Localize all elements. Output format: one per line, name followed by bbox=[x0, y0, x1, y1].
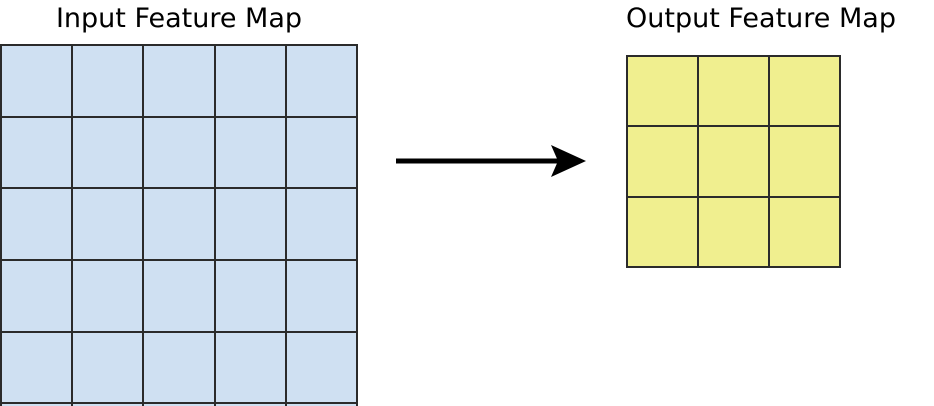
input-cell bbox=[73, 117, 143, 188]
output-cell bbox=[699, 57, 768, 126]
input-cell bbox=[2, 332, 72, 403]
input-cell bbox=[286, 404, 356, 406]
output-cell bbox=[628, 127, 697, 196]
input-cell bbox=[286, 46, 356, 116]
input-cell bbox=[2, 189, 72, 259]
input-cell bbox=[286, 260, 356, 331]
output-cell bbox=[699, 127, 768, 196]
output-cell bbox=[770, 57, 839, 126]
input-cell bbox=[215, 46, 285, 116]
input-cell bbox=[2, 117, 72, 188]
input-feature-map-grid bbox=[0, 44, 358, 406]
arrow-head bbox=[551, 145, 586, 177]
input-cell bbox=[144, 260, 214, 331]
input-cell bbox=[2, 46, 72, 116]
input-cell bbox=[215, 332, 285, 403]
input-cell bbox=[2, 260, 72, 331]
input-cell bbox=[286, 332, 356, 403]
input-cell bbox=[215, 260, 285, 331]
output-cell bbox=[628, 197, 697, 266]
right-arrow-icon bbox=[396, 145, 586, 177]
input-cell bbox=[144, 332, 214, 403]
input-cell bbox=[144, 189, 214, 259]
input-cell bbox=[286, 117, 356, 188]
output-feature-map-title: Output Feature Map bbox=[626, 3, 896, 34]
output-cell bbox=[770, 197, 839, 266]
output-cell bbox=[628, 57, 697, 126]
input-cell bbox=[215, 404, 285, 406]
input-cell bbox=[215, 117, 285, 188]
input-cell bbox=[215, 189, 285, 259]
input-cell bbox=[144, 46, 214, 116]
input-cell bbox=[73, 260, 143, 331]
output-cell bbox=[770, 127, 839, 196]
input-cell bbox=[144, 117, 214, 188]
input-cell bbox=[73, 189, 143, 259]
input-cell bbox=[2, 404, 72, 406]
input-feature-map-title: Input Feature Map bbox=[55, 3, 303, 34]
input-cell bbox=[73, 46, 143, 116]
output-cell bbox=[699, 197, 768, 266]
input-cell bbox=[73, 332, 143, 403]
output-feature-map-grid bbox=[626, 55, 841, 268]
input-cell bbox=[286, 189, 356, 259]
input-cell bbox=[144, 404, 214, 406]
input-cell bbox=[73, 404, 143, 406]
